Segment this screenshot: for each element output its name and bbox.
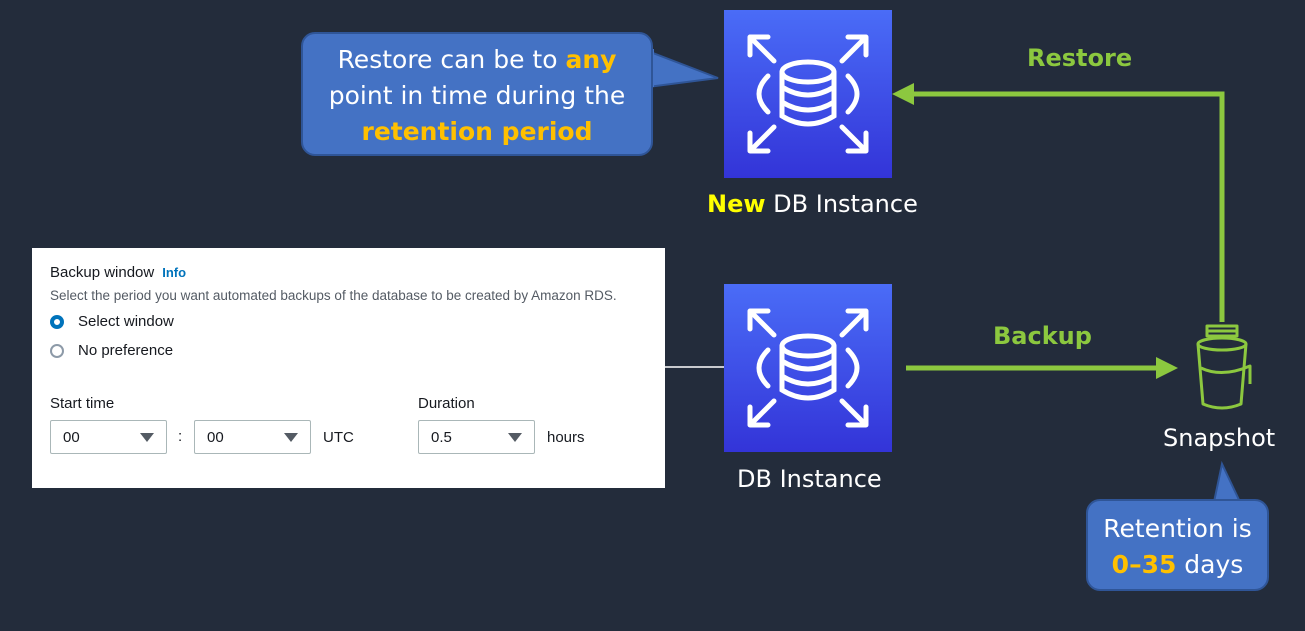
backup-window-description: Select the period you want automated bac… [50,288,617,303]
callout-restore-any: any [565,45,617,74]
duration-unit-label: hours [547,429,585,446]
callout-restore-tail [640,46,719,90]
start-minute-value: 00 [207,428,224,446]
callout-retention: Retention is 0–35 days [1086,499,1269,591]
start-time-label: Start time [50,395,115,412]
duration-select[interactable]: 0.5 [418,420,535,454]
radio-select-window-button[interactable] [50,314,64,329]
new-db-rest: DB Instance [765,190,918,218]
db-instance-label: DB Instance [737,465,882,493]
start-hour-select[interactable]: 00 [50,420,167,454]
restore-arrow-line [912,91,1225,322]
retention-range: 0–35 [1111,550,1177,579]
new-db-instance-label: New DB Instance [707,190,918,218]
start-hour-value: 00 [63,428,80,446]
chevron-down-icon [508,433,522,442]
bucket-icon [1196,324,1252,410]
backup-window-panel: Backup window Info Select the period you … [32,248,665,488]
callout-restore-line3: retention period [361,117,593,146]
chevron-down-icon [284,433,298,442]
timezone-label: UTC [323,429,354,446]
radio-no-preference-button[interactable] [50,343,64,358]
start-minute-select[interactable]: 00 [194,420,311,454]
backup-window-title: Backup window Info [50,264,186,281]
time-separator: : [178,428,183,445]
radio-no-preference-label: No preference [78,342,174,359]
callout-restore-line1: Restore can be to [337,45,566,74]
new-db-instance-tile [724,10,892,178]
radio-select-window-label: Select window [78,313,174,330]
restore-label: Restore [1027,44,1133,72]
restore-arrowhead [892,83,914,105]
chevron-down-icon [140,433,154,442]
rds-database-icon [747,34,869,154]
retention-days: days [1176,550,1244,579]
backup-label: Backup [993,322,1092,350]
backup-arrowhead [1156,357,1178,379]
db-instance-tile [724,284,892,452]
callout-restore-line2: point in time during the [328,81,626,110]
duration-value: 0.5 [431,428,452,446]
rds-database-icon [747,308,869,428]
duration-label: Duration [418,395,475,412]
new-db-new-word: New [707,190,766,218]
callout-restore: Restore can be to any point in time duri… [301,32,653,156]
snapshot-label: Snapshot [1163,424,1276,452]
radio-select-window[interactable]: Select window [50,313,174,330]
backup-window-title-text: Backup window [50,264,155,281]
info-link[interactable]: Info [162,265,187,280]
callout-retention-line1: Retention is [1103,514,1252,543]
radio-no-preference[interactable]: No preference [50,342,173,359]
